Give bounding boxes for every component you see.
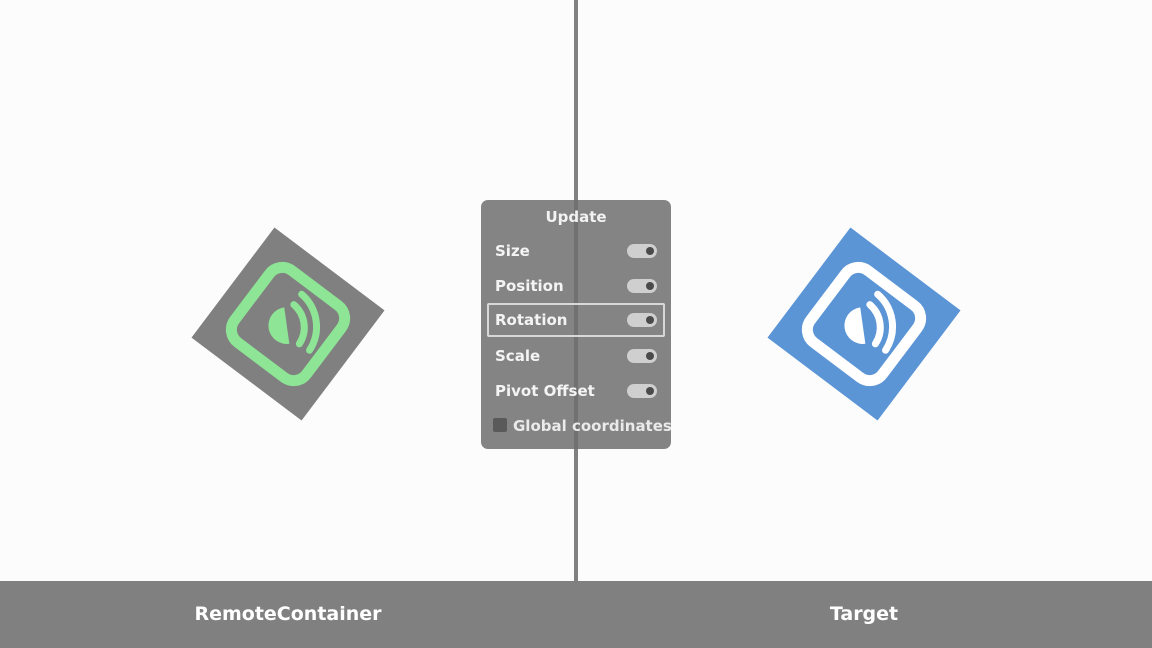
scale-option-label: Scale [495, 347, 541, 365]
target-tile [767, 227, 961, 421]
pivot-offset-option-label: Pivot Offset [495, 382, 595, 400]
remote-container-label: RemoteContainer [194, 603, 382, 625]
position-option-label: Position [495, 277, 564, 295]
toggle-knob [646, 282, 654, 290]
size-toggle[interactable] [627, 244, 657, 258]
global-coordinates-checkbox[interactable] [493, 418, 507, 432]
size-option-row[interactable]: Size [487, 234, 665, 268]
footer-bar: RemoteContainer Target [0, 581, 1152, 648]
panel-title: Update [545, 208, 607, 226]
toggle-knob [646, 247, 654, 255]
toggle-knob [646, 352, 654, 360]
position-option-row[interactable]: Position [487, 269, 665, 303]
remote-tile-svg [191, 227, 385, 421]
update-panel: Update Size Position Rotation Scale Pivo… [481, 200, 672, 449]
pivot-offset-option-row[interactable]: Pivot Offset [487, 374, 665, 408]
target-tile-svg [767, 227, 961, 421]
rotation-toggle[interactable] [627, 313, 657, 327]
remote-container-tile [191, 227, 385, 421]
scale-option-row[interactable]: Scale [487, 339, 665, 373]
target-label: Target [829, 603, 899, 625]
scale-toggle[interactable] [627, 349, 657, 363]
rotation-option-row[interactable]: Rotation [487, 303, 665, 337]
rotation-option-label: Rotation [495, 311, 568, 329]
wifi-signal-icon [225, 261, 351, 387]
toggle-knob [646, 316, 654, 324]
global-coordinates-row[interactable]: Global coordinates [493, 414, 672, 438]
global-coordinates-label: Global coordinates [513, 417, 672, 435]
remote-tile-background [191, 227, 385, 421]
position-toggle[interactable] [627, 279, 657, 293]
toggle-knob [646, 387, 654, 395]
wifi-signal-icon [801, 261, 927, 387]
target-tile-background [767, 227, 961, 421]
size-option-label: Size [495, 242, 530, 260]
pivot-offset-toggle[interactable] [627, 384, 657, 398]
